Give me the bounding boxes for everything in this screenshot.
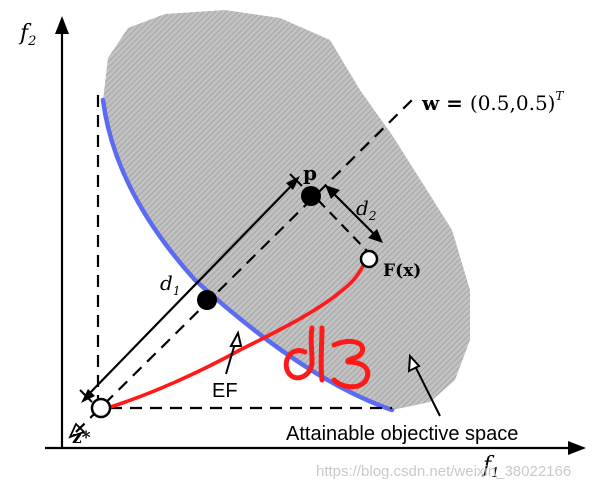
efficient-front-curve: [100, 97, 395, 413]
point-fx: [359, 249, 379, 269]
ef-label: EF: [212, 380, 238, 402]
z-star-label: z*: [72, 428, 91, 448]
point-z-star: [90, 397, 112, 419]
d2-label: d2: [356, 196, 376, 223]
ef-pointer-arrow: [229, 330, 243, 347]
d3-handwritten-line: [102, 260, 367, 411]
d3-handwritten-label: [283, 325, 371, 390]
p-label: p: [303, 161, 317, 185]
d1-tick-bottom: [79, 389, 93, 403]
y-axis-label: f2: [18, 21, 36, 49]
d1-label: d1: [160, 271, 180, 298]
space-pointer-line: [413, 363, 441, 417]
d1-segment: [85, 181, 296, 398]
point-p: [301, 186, 321, 206]
attainable-region: [103, 10, 470, 410]
d1-arrowhead-bottom: [81, 389, 95, 403]
fx-label: F(x): [383, 261, 421, 281]
weight-vector-label: w = (0.5,0.5)T: [421, 89, 564, 115]
d2-dashed-line: [317, 199, 369, 253]
d1-tick-top: [289, 173, 303, 187]
point-front-intersection: [197, 290, 217, 310]
watermark: https://blog.csdn.net/weixin_38022166: [316, 463, 571, 480]
d2-arrowhead-top: [325, 185, 340, 199]
d2-arrowhead-bottom: [368, 229, 383, 243]
d2-segment: [329, 189, 379, 239]
space-label: Attainable objective space: [286, 423, 518, 445]
x-axis-arrowhead: [568, 441, 586, 455]
space-pointer-arrow: [407, 353, 421, 373]
y-axis-arrowhead: [55, 16, 69, 34]
weight-vector-tail-arrow: [68, 422, 86, 439]
